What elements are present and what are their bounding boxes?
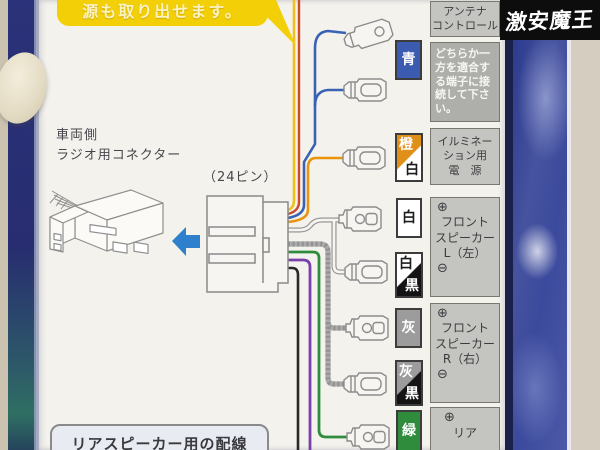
antenna-line2: コントロール [432, 19, 498, 33]
callout-pointer [250, 0, 296, 46]
shield-gray-wire-branch-braid [325, 321, 348, 331]
sheet-left-edge-highlight [34, 0, 39, 450]
package-right-backing [571, 0, 600, 450]
illumination-line2: ション用 [443, 149, 487, 163]
black-wire [288, 266, 300, 450]
vehicle-side-line1: 車両側 [56, 128, 99, 143]
rear-speaker-box: ⊕ リア [430, 407, 500, 450]
harness-connector-24pin [206, 195, 289, 293]
vehicle-side-label: 車両側 ラジオ用コネクター [56, 126, 216, 166]
green-wire [288, 250, 348, 439]
wire-label-white: 白 [396, 198, 422, 238]
wire-label-gb-black-text: 黒 [405, 386, 419, 402]
pin-count-label: （24ピン） [203, 170, 278, 185]
antenna-control-box: アンテナ コントロール [430, 1, 500, 37]
wire-label-blue-text: 青 [401, 52, 416, 68]
terminal-rear-plus [346, 424, 390, 450]
rear-line1: リア [453, 426, 478, 441]
front-left-line2: スピーカー [434, 230, 495, 245]
wire-label-white-black: 白 黒 [395, 252, 423, 298]
front-right-line1: フロント [440, 321, 489, 336]
wire-label-gray-black: 灰 黒 [395, 360, 423, 406]
yellow-wire [287, 0, 296, 212]
wire-label-orange-text: 橙 [399, 137, 413, 153]
antenna-note-box: どちらか一方を適合する端子に接続して下さい。 [430, 42, 500, 122]
wire-label-gray-text: 灰 [401, 320, 416, 336]
shield-gray-wire-braid [288, 241, 346, 387]
wire-label-gray: 灰 [395, 308, 422, 348]
white-wire-branch-outline [331, 221, 346, 275]
plus-sign: ⊕ [437, 306, 448, 321]
wire-label-white-solid-text: 白 [402, 210, 416, 226]
wire-label-blue: 青 [395, 40, 422, 80]
wire-label-gb-gray-text: 灰 [399, 364, 413, 380]
illumination-line3: 電 源 [448, 163, 482, 177]
wire-label-green-text: 緑 [402, 423, 416, 439]
wire-label-orange-white: 橙 白 [395, 133, 423, 182]
terminal-antenna-bullet [343, 78, 387, 102]
front-left-line1: フロント [440, 215, 489, 230]
front-speaker-left-box: ⊕ フロント スピーカー L（左） ⊖ [430, 197, 500, 297]
red-wire [287, 0, 301, 216]
terminal-illumination [342, 146, 386, 170]
package-right-light-edge [567, 36, 571, 450]
minus-sign: ⊖ [437, 367, 448, 383]
plus-sign: ⊕ [444, 410, 455, 425]
left-arrow-icon [172, 227, 200, 256]
wire-label-wb-white-text: 白 [399, 256, 413, 272]
terminal-front-right-plus [345, 315, 389, 341]
front-right-line3: R（右） [442, 352, 488, 367]
plus-sign: ⊕ [437, 200, 448, 215]
seller-watermark: 激安魔王 [500, 0, 600, 40]
illumination-line1: イルミネー [437, 135, 493, 148]
blue-wire-branch [313, 88, 345, 107]
front-right-line2: スピーカー [434, 336, 495, 351]
illumination-power-box: イルミネー ション用 電 源 [430, 128, 500, 185]
wire-label-wb-black-text: 黒 [405, 278, 419, 294]
vehicle-side-line2: ラジオ用コネクター [56, 148, 182, 164]
white-wire-branch [332, 221, 346, 274]
orange-wire [287, 156, 344, 224]
package-right-dark-edge [505, 0, 513, 450]
blue-wire [287, 29, 347, 220]
wire-label-white-text: 白 [405, 162, 419, 178]
terminal-front-right-minus [343, 372, 387, 396]
terminal-antenna-spade [341, 16, 395, 54]
power-callout-banner: 源も取り出せます。 [57, 0, 268, 26]
blue-plastic-strip [513, 36, 567, 450]
minus-sign: ⊖ [437, 261, 448, 277]
front-speaker-right-box: ⊕ フロント スピーカー R（右） ⊖ [430, 303, 500, 403]
terminal-front-left-plus [338, 206, 382, 232]
terminal-front-left-minus [344, 260, 388, 284]
white-wire [288, 218, 340, 232]
front-left-line3: L（左） [443, 246, 487, 261]
wire-label-green: 緑 [396, 410, 422, 450]
antenna-line1: アンテナ [443, 5, 487, 18]
callout-text: 源も取り出せます。 [82, 2, 243, 21]
rear-speaker-wiring-note: リアスピーカー用の配線 [50, 424, 269, 450]
purple-wire [288, 258, 312, 450]
vehicle-connector-illustration [49, 189, 164, 255]
